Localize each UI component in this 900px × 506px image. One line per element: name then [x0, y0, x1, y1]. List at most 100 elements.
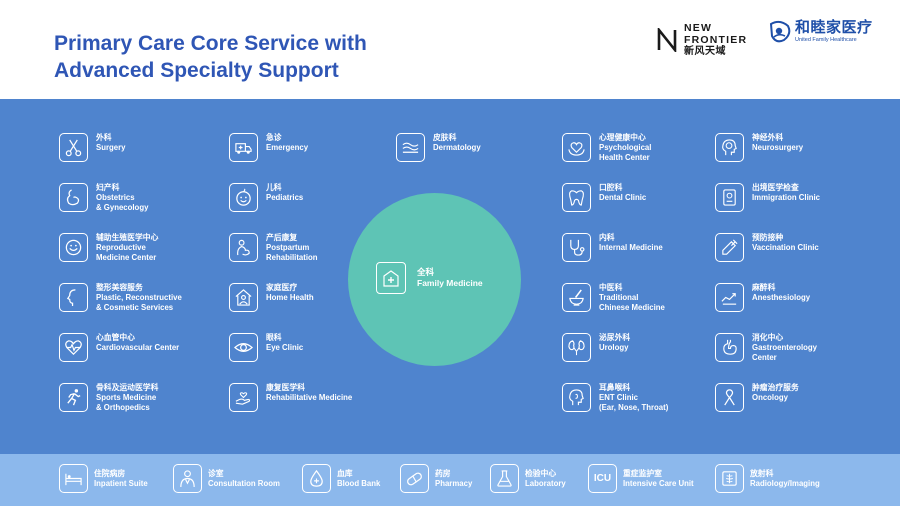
mother-icon [229, 233, 258, 262]
specialty-emergency: 急诊 Emergency [229, 133, 308, 162]
specialty-label: 辅助生殖医学中心 Reproductive Medicine Center [96, 233, 159, 262]
facility-label: 诊室 Consultation Room [208, 468, 280, 488]
specialty-dermatology: 皮肤科 Dermatology [396, 133, 481, 162]
specialty-label: 出境医学检查 Immigration Clinic [752, 183, 821, 202]
specialty-label: 中医科 Traditional Chinese Medicine [599, 283, 665, 312]
heart-hands-icon [562, 133, 591, 162]
ufh-text-cn: 和睦家医疗 [795, 19, 873, 36]
specialty-rehab: 康复医学科 Rehabilitative Medicine [229, 383, 352, 412]
specialty-cardio: 心血管中心 Cardiovascular Center [59, 333, 179, 362]
logo-text-cn: 新风天域 [684, 46, 726, 57]
specialty-ent: 耳鼻喉科 ENT Clinic (Ear, Nose, Throat) [562, 383, 668, 413]
specialty-surgery: 外科 Surgery [59, 133, 125, 162]
specialty-dental: 口腔科 Dental Clinic [562, 183, 646, 212]
flask-icon [490, 464, 519, 493]
page-title: Primary Care Core Service with Advanced … [54, 30, 367, 84]
specialty-pediatrics: 儿科 Pediatrics [229, 183, 303, 212]
family-medicine-label: 全科 Family Medicine [417, 267, 483, 288]
specialty-label: 整形美容服务 Plastic, Reconstructive & Cosmeti… [96, 283, 182, 312]
specialty-reproductive: 辅助生殖医学中心 Reproductive Medicine Center [59, 233, 158, 263]
heartbeat-icon [59, 333, 88, 362]
specialty-label: 心理健康中心 Psychological Health Center [599, 133, 652, 162]
facility-pharmacy: 药房 Pharmacy [400, 464, 472, 493]
face-profile-icon [59, 283, 88, 312]
specialty-label: 儿科 Pediatrics [266, 183, 304, 202]
specialty-label: 预防接种 Vaccination Clinic [752, 233, 819, 252]
header: Primary Care Core Service with Advanced … [0, 0, 900, 99]
logo-text-frontier: FRONTIER [684, 34, 748, 46]
kidney-icon [562, 333, 591, 362]
facilities-bar [0, 454, 900, 506]
specialty-postpartum: 产后康复 Postpartum Rehabilitation [229, 233, 318, 263]
child-face-icon [229, 183, 258, 212]
specialty-neurosurgery: 神经外科 Neurosurgery [715, 133, 803, 162]
eye-icon [229, 333, 258, 362]
title-line-2: Advanced Specialty Support [54, 59, 339, 82]
specialty-vaccination: 预防接种 Vaccination Clinic [715, 233, 819, 262]
ambulance-icon [229, 133, 258, 162]
specialty-label: 康复医学科 Rehabilitative Medicine [266, 383, 353, 402]
specialty-label: 产后康复 Postpartum Rehabilitation [266, 233, 318, 262]
ufh-logo: 和睦家医疗 United Family Healthcare [768, 20, 873, 44]
specialty-urology: 泌尿外科 Urology [562, 333, 630, 362]
brain-icon [715, 133, 744, 162]
mortar-icon [562, 283, 591, 312]
title-line-1: Primary Care Core Service with [54, 32, 367, 55]
pill-icon [400, 464, 429, 493]
facility-label: 住院病房 Inpatient Suite [94, 468, 148, 488]
ufh-text-en: United Family Healthcare [795, 37, 857, 43]
specialty-label: 外科 Surgery [96, 133, 126, 152]
icu-icon-text: ICU [593, 473, 612, 484]
specialty-psychological: 心理健康中心 Psychological Health Center [562, 133, 651, 163]
logo-text-new: NEW [684, 22, 713, 34]
facility-blood-bank: 血库 Blood Bank [302, 464, 380, 493]
stethoscope-icon [562, 233, 591, 262]
specialty-label: 麻醉科 Anesthesiology [752, 283, 811, 302]
specialty-label: 口腔科 Dental Clinic [599, 183, 647, 202]
xray-icon [715, 464, 744, 493]
skin-icon [396, 133, 425, 162]
bed-icon [59, 464, 88, 493]
specialty-anesthesiology: 麻醉科 Anesthesiology [715, 283, 810, 312]
specialty-internal: 内科 Internal Medicine [562, 233, 663, 262]
doctor-icon [173, 464, 202, 493]
ufh-mark-icon [769, 20, 791, 43]
facility-radiology: 放射科 Radiology/Imaging [715, 464, 820, 493]
ribbon-icon [715, 383, 744, 412]
syringe-icon [715, 233, 744, 262]
passport-icon [715, 183, 744, 212]
specialty-label: 泌尿外科 Urology [599, 333, 631, 352]
facility-label: 放射科 Radiology/Imaging [750, 468, 820, 488]
specialty-label: 神经外科 Neurosurgery [752, 133, 804, 152]
specialty-home-health: 家庭医疗 Home Health [229, 283, 314, 312]
facility-consultation: 诊室 Consultation Room [173, 464, 280, 493]
ent-head-icon [562, 383, 591, 412]
specialty-tcm: 中医科 Traditional Chinese Medicine [562, 283, 665, 313]
stomach-icon [715, 333, 744, 362]
specialty-label: 急诊 Emergency [266, 133, 309, 152]
specialty-immigration: 出境医学检查 Immigration Clinic [715, 183, 820, 212]
tooth-icon [562, 183, 591, 212]
specialty-label: 消化中心 Gastroenterology Center [752, 333, 817, 362]
specialty-plastic: 整形美容服务 Plastic, Reconstructive & Cosmeti… [59, 283, 182, 313]
specialty-label: 骨科及运动医学科 Sports Medicine & Orthopedics [96, 383, 159, 412]
specialty-label: 家庭医疗 Home Health [266, 283, 314, 302]
facility-label: 检验中心 Laboratory [525, 468, 566, 488]
facility-icu: ICU 重症监护室 Intensive Care Unit [588, 464, 694, 493]
specialty-label: 肿瘤治疗服务 Oncology [752, 383, 799, 402]
scissors-icon [59, 133, 88, 162]
new-frontier-logo: NEW FRONTIER 新风天域 [656, 22, 747, 58]
facility-label: 血库 Blood Bank [337, 468, 381, 488]
pregnancy-icon [59, 183, 88, 212]
specialty-label: 心血管中心 Cardiovascular Center [96, 333, 180, 352]
specialty-sports: 骨科及运动医学科 Sports Medicine & Orthopedics [59, 383, 158, 413]
specialty-gastro: 消化中心 Gastroenterology Center [715, 333, 817, 363]
new-frontier-mark-icon [657, 28, 677, 52]
specialty-label: 眼科 Eye Clinic [266, 333, 304, 352]
specialty-label: 皮肤科 Dermatology [433, 133, 481, 152]
facility-inpatient: 住院病房 Inpatient Suite [59, 464, 148, 493]
specialty-label: 妇产科 Obstetrics & Gynecology [96, 183, 149, 212]
icu-icon: ICU [588, 464, 617, 493]
home-health-icon [229, 283, 258, 312]
specialty-obstetrics: 妇产科 Obstetrics & Gynecology [59, 183, 148, 213]
